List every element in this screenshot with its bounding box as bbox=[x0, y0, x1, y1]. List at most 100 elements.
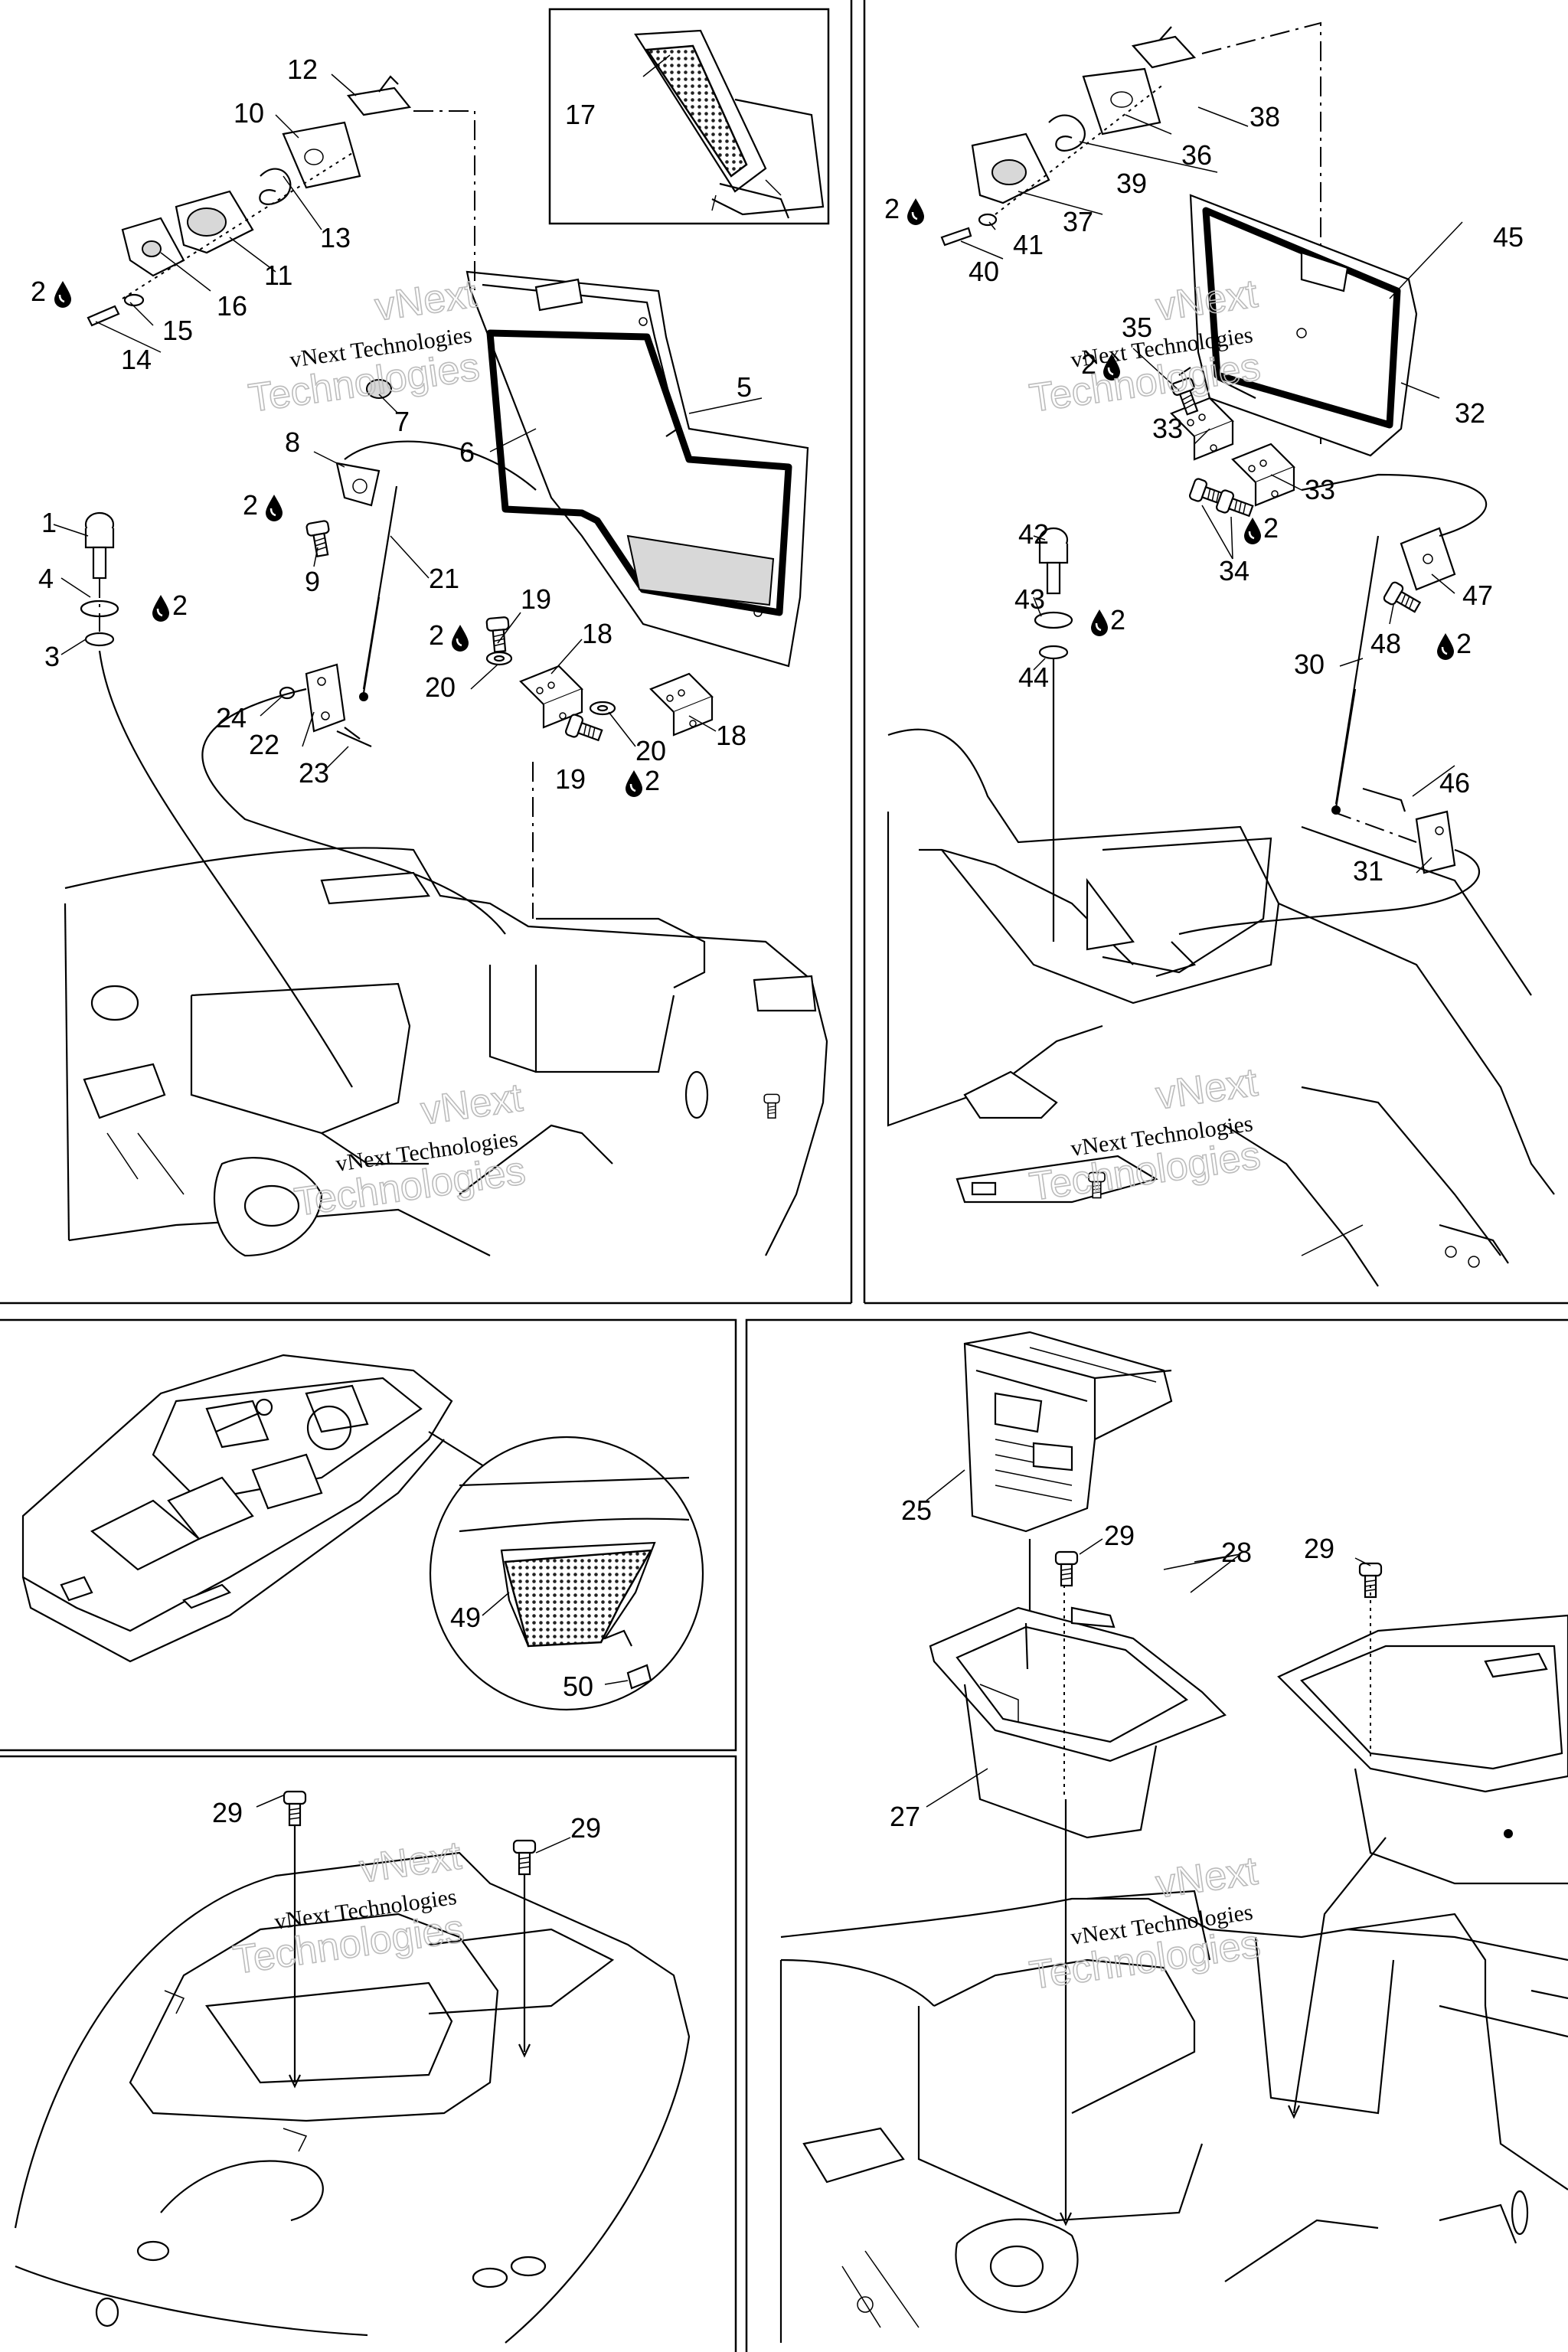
callout-15: 15 bbox=[162, 315, 193, 346]
hull-bottom-left bbox=[14, 1790, 691, 2344]
latch-hardware bbox=[121, 75, 475, 299]
callout-14: 14 bbox=[121, 344, 152, 375]
callout-34: 34 bbox=[1219, 555, 1250, 586]
callout-2f: 2 bbox=[884, 193, 900, 224]
hull-top-left bbox=[64, 847, 828, 1257]
callout-20a: 20 bbox=[425, 671, 456, 703]
callout-2j: 2 bbox=[1456, 628, 1472, 659]
callout-2b: 2 bbox=[243, 489, 258, 521]
callout-2h: 2 bbox=[1263, 512, 1279, 544]
leader-lines bbox=[53, 54, 1463, 1854]
nut bbox=[366, 379, 392, 399]
callout-32: 32 bbox=[1455, 397, 1485, 429]
drop-icon bbox=[906, 197, 926, 227]
callout-36: 36 bbox=[1181, 139, 1212, 171]
magnified-detail bbox=[429, 1436, 704, 1711]
callout-31: 31 bbox=[1353, 855, 1383, 887]
callout-3: 3 bbox=[44, 641, 60, 672]
callout-2e: 2 bbox=[645, 765, 660, 796]
callout-28: 28 bbox=[1221, 1537, 1252, 1568]
callout-8: 8 bbox=[285, 426, 300, 458]
drop-icon bbox=[53, 279, 73, 309]
callout-40: 40 bbox=[969, 256, 999, 287]
watermark-outline: vNext bbox=[1153, 1849, 1260, 1907]
callout-37: 37 bbox=[1063, 206, 1093, 237]
storage-tub-rear bbox=[1088, 1171, 1568, 1885]
callout-5: 5 bbox=[737, 371, 752, 403]
callout-22: 22 bbox=[249, 729, 279, 760]
rear-hinge-brackets bbox=[1170, 367, 1295, 522]
callout-2d: 2 bbox=[429, 619, 444, 651]
callout-10: 10 bbox=[234, 97, 264, 129]
drop-icon bbox=[1436, 632, 1455, 662]
callout-12: 12 bbox=[287, 54, 318, 85]
callout-44: 44 bbox=[1018, 662, 1049, 693]
callout-19b: 19 bbox=[555, 763, 586, 795]
callout-11: 11 bbox=[264, 260, 292, 291]
callout-19a: 19 bbox=[521, 583, 551, 615]
callout-29a: 29 bbox=[212, 1797, 243, 1828]
callout-49: 49 bbox=[450, 1602, 481, 1633]
callout-2g: 2 bbox=[1081, 348, 1096, 380]
callout-35: 35 bbox=[1122, 312, 1152, 343]
cooler-assembly bbox=[763, 1093, 1568, 2343]
callout-16: 16 bbox=[217, 290, 247, 322]
callout-48: 48 bbox=[1370, 628, 1401, 659]
gas-strut-assembly bbox=[305, 440, 537, 701]
callout-42: 42 bbox=[1018, 518, 1049, 550]
callout-39: 39 bbox=[1116, 168, 1147, 199]
drop-icon bbox=[151, 593, 171, 623]
callout-33b: 33 bbox=[1305, 474, 1335, 505]
bumper-stack bbox=[80, 511, 119, 647]
callout-25: 25 bbox=[901, 1494, 932, 1526]
drop-icon bbox=[264, 493, 284, 523]
watermark-outline: vNext bbox=[372, 272, 479, 330]
rear-gas-strut bbox=[1178, 473, 1488, 936]
glovebox-lid bbox=[466, 270, 809, 668]
drop-icon bbox=[624, 769, 644, 799]
callout-2a: 2 bbox=[31, 276, 46, 307]
boat-overview bbox=[21, 1354, 491, 1663]
callout-2c: 2 bbox=[172, 590, 188, 621]
callout-6: 6 bbox=[459, 436, 475, 468]
drop-icon bbox=[450, 623, 470, 653]
callout-41: 41 bbox=[1013, 229, 1044, 260]
callout-24: 24 bbox=[216, 702, 247, 733]
hull-bottom-right bbox=[779, 1890, 1568, 2343]
callout-18a: 18 bbox=[582, 618, 612, 649]
callout-23: 23 bbox=[299, 757, 329, 789]
callout-43: 43 bbox=[1014, 583, 1045, 615]
top-right-assembly bbox=[887, 21, 1555, 1287]
cooler bbox=[963, 1331, 1173, 1533]
callout-21: 21 bbox=[429, 563, 459, 594]
callout-17: 17 bbox=[565, 99, 596, 130]
callout-18b: 18 bbox=[716, 720, 746, 751]
callout-50: 50 bbox=[563, 1671, 593, 1702]
callout-29c: 29 bbox=[1104, 1520, 1135, 1551]
callout-27: 27 bbox=[890, 1801, 920, 1832]
watermark-outline: vNext bbox=[418, 1076, 525, 1134]
watermark-outline: vNext bbox=[1153, 1060, 1260, 1119]
drop-icon bbox=[1243, 516, 1263, 546]
screw-washer-pair bbox=[87, 293, 145, 327]
top-left-assembly bbox=[64, 29, 828, 1257]
callout-13: 13 bbox=[320, 222, 351, 253]
callout-47: 47 bbox=[1462, 580, 1493, 611]
callout-29b: 29 bbox=[570, 1812, 601, 1844]
callout-45: 45 bbox=[1493, 221, 1524, 253]
strut-mount-plate bbox=[279, 663, 372, 748]
rear-bumper-stack bbox=[1034, 527, 1073, 942]
storage-tub-front bbox=[763, 1093, 1227, 1839]
callout-1: 1 bbox=[41, 507, 57, 538]
callout-29d: 29 bbox=[1304, 1533, 1334, 1564]
callout-46: 46 bbox=[1439, 767, 1470, 799]
screw-washer-rear bbox=[940, 213, 998, 247]
callout-20b: 20 bbox=[635, 735, 666, 766]
callout-33a: 33 bbox=[1152, 413, 1183, 444]
callout-2i: 2 bbox=[1110, 604, 1125, 635]
callout-30: 30 bbox=[1294, 648, 1325, 680]
callout-38: 38 bbox=[1250, 101, 1280, 132]
callout-4: 4 bbox=[38, 563, 54, 594]
